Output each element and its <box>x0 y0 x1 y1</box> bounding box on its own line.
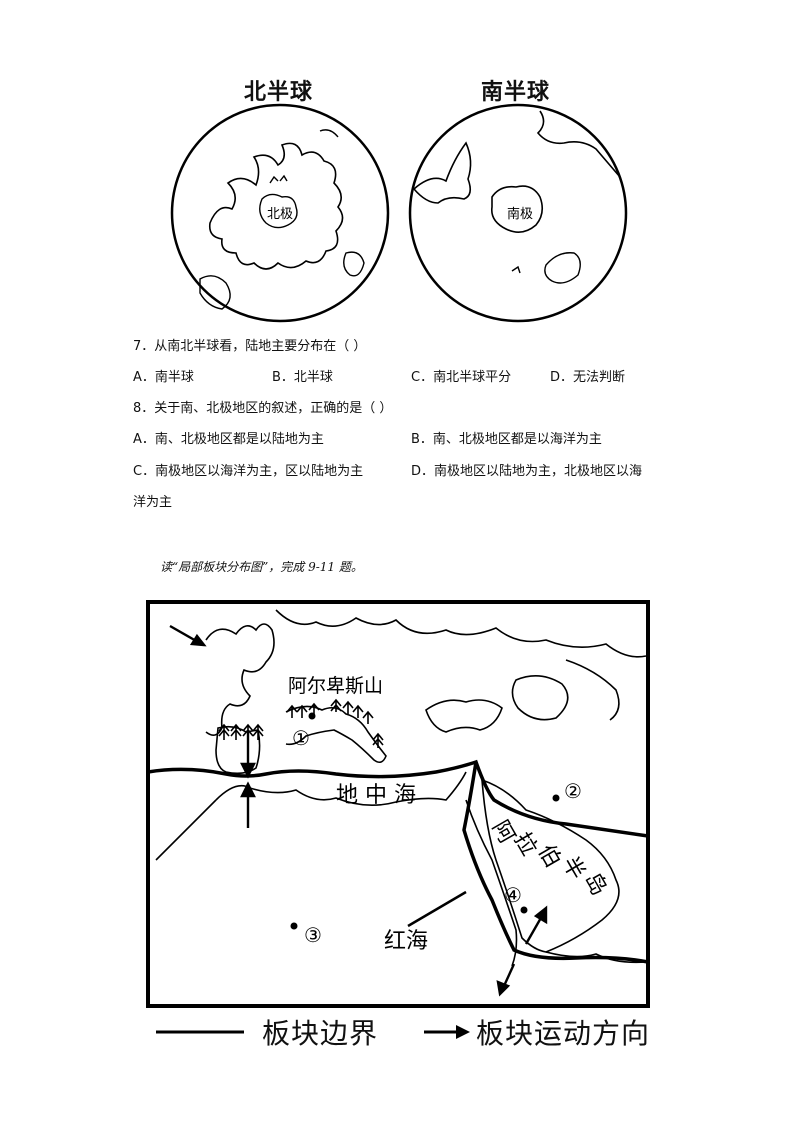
question-8-stem: 8．关于南、北极地区的叙述，正确的是（ ） <box>133 401 393 416</box>
question-8-option-c: C．南极地区以海洋为主，区以陆地为主 <box>133 464 364 479</box>
label-point-3: ③ <box>304 923 322 947</box>
question-8-option-b: B．南、北极地区都是以海洋为主 <box>411 432 602 447</box>
label-point-4: ④ <box>504 883 522 907</box>
north-pole-label: 北极 <box>267 207 293 222</box>
label-red-sea: 红海 <box>384 929 428 954</box>
question-7-option-c: C．南北半球平分 <box>411 370 512 385</box>
south-hemisphere-globe: 南极 <box>408 103 628 323</box>
label-point-1: ① <box>292 726 310 750</box>
label-mediterranean-sea: 地 中 海 <box>336 783 416 808</box>
north-hemisphere-title: 北半球 <box>244 80 314 105</box>
legend-boundary-line-symbol <box>156 1030 244 1034</box>
legend-boundary-label: 板块边界 <box>262 1017 379 1050</box>
plate-map: 阿尔卑斯山 ① ② ③ ④ 地 中 海 红海 阿 拉 伯 半 岛 <box>146 600 650 1008</box>
question-8-option-d: D．南极地区以陆地为主，北极地区以海 <box>411 464 643 479</box>
question-7-option-b: B．北半球 <box>272 370 333 385</box>
section-intro: 读“局部板块分布图”，完成 9-11 题。 <box>160 560 363 574</box>
question-8-option-a: A．南、北极地区都是以陆地为主 <box>133 432 324 447</box>
legend-motion-label: 板块运动方向 <box>476 1017 651 1050</box>
legend-motion-arrow-symbol <box>424 1025 470 1039</box>
label-point-2: ② <box>564 779 582 803</box>
south-pole-label: 南极 <box>507 206 533 222</box>
label-alps: 阿尔卑斯山 <box>288 675 383 697</box>
question-7-option-a: A．南半球 <box>133 370 194 385</box>
question-8-option-d-continued: 洋为主 <box>133 495 173 510</box>
north-hemisphere-globe: 北极 <box>170 103 390 323</box>
question-7-stem: 7．从南北半球看，陆地主要分布在（ ） <box>133 339 367 354</box>
question-7-option-d: D．无法判断 <box>550 370 626 385</box>
south-hemisphere-title: 南半球 <box>481 80 551 105</box>
